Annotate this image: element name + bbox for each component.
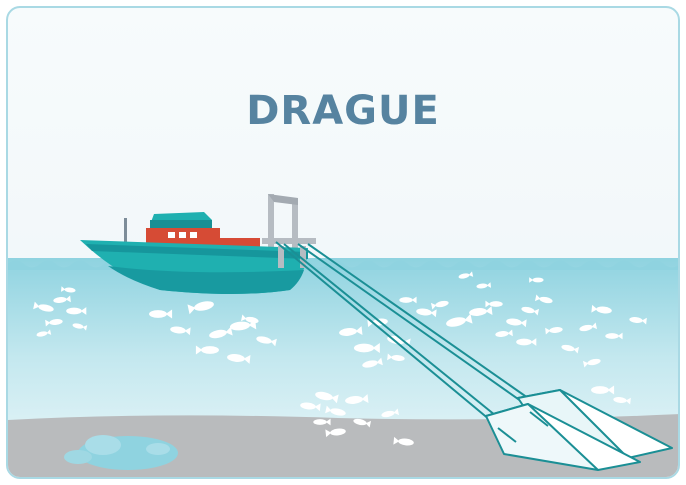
rock-icon — [64, 435, 178, 470]
fish-icon — [325, 405, 346, 416]
fish-icon — [53, 295, 71, 303]
fish-icon — [60, 286, 76, 293]
fish-icon — [476, 282, 492, 289]
fish-icon — [521, 306, 540, 316]
fish-icon — [605, 332, 623, 340]
dredge-icon — [485, 389, 673, 471]
fish-icon — [506, 318, 527, 328]
fish-icon — [240, 314, 259, 324]
fish-icon — [45, 319, 63, 327]
fish-icon — [315, 391, 339, 404]
fish-icon — [469, 306, 493, 316]
fish-icon — [458, 271, 474, 279]
fish-icon — [416, 308, 437, 318]
fish-icon — [300, 402, 321, 412]
fish-icon — [353, 418, 372, 428]
fish-icon — [485, 300, 503, 308]
fish-icon — [353, 342, 380, 354]
fish-icon — [36, 329, 52, 337]
fish-icon — [313, 418, 331, 426]
dredging-scene — [8, 194, 678, 477]
fish-icon — [446, 313, 473, 327]
fish-icon — [393, 436, 414, 446]
tow-cables — [275, 241, 549, 425]
fish-icon — [591, 385, 615, 395]
boat-icon — [80, 194, 316, 294]
fish-icon — [579, 322, 598, 332]
fish-icon — [399, 296, 417, 304]
fish-icon — [529, 277, 544, 283]
fish-icon — [187, 301, 214, 315]
fish-icon — [339, 326, 363, 336]
fish-icon — [387, 353, 405, 361]
fish-icon — [362, 357, 383, 368]
fish-icon — [381, 408, 400, 418]
fish-icon — [209, 326, 233, 339]
fish-icon — [613, 397, 631, 405]
fish-icon — [170, 326, 191, 336]
fish-school — [33, 271, 647, 446]
fish-icon — [545, 327, 563, 335]
fish-icon — [149, 309, 173, 319]
fish-icon — [534, 294, 553, 304]
fish-icon — [582, 358, 601, 368]
fish-icon — [33, 301, 54, 312]
fish-icon — [591, 304, 612, 314]
fish-icon — [195, 345, 219, 355]
fish-icon — [325, 428, 346, 438]
fish-icon — [345, 394, 369, 404]
fish-icon — [256, 336, 277, 347]
fish-icon — [227, 354, 251, 364]
fish-icon — [561, 344, 580, 354]
page-title: DRAGUE — [246, 88, 440, 134]
fish-icon — [66, 307, 87, 315]
fish-icon — [430, 300, 449, 310]
illustration-card: DRAGUE — [6, 6, 680, 479]
fish-icon — [516, 338, 537, 346]
fish-icon — [72, 323, 88, 331]
fish-icon — [629, 317, 647, 325]
fish-icon — [495, 329, 513, 337]
